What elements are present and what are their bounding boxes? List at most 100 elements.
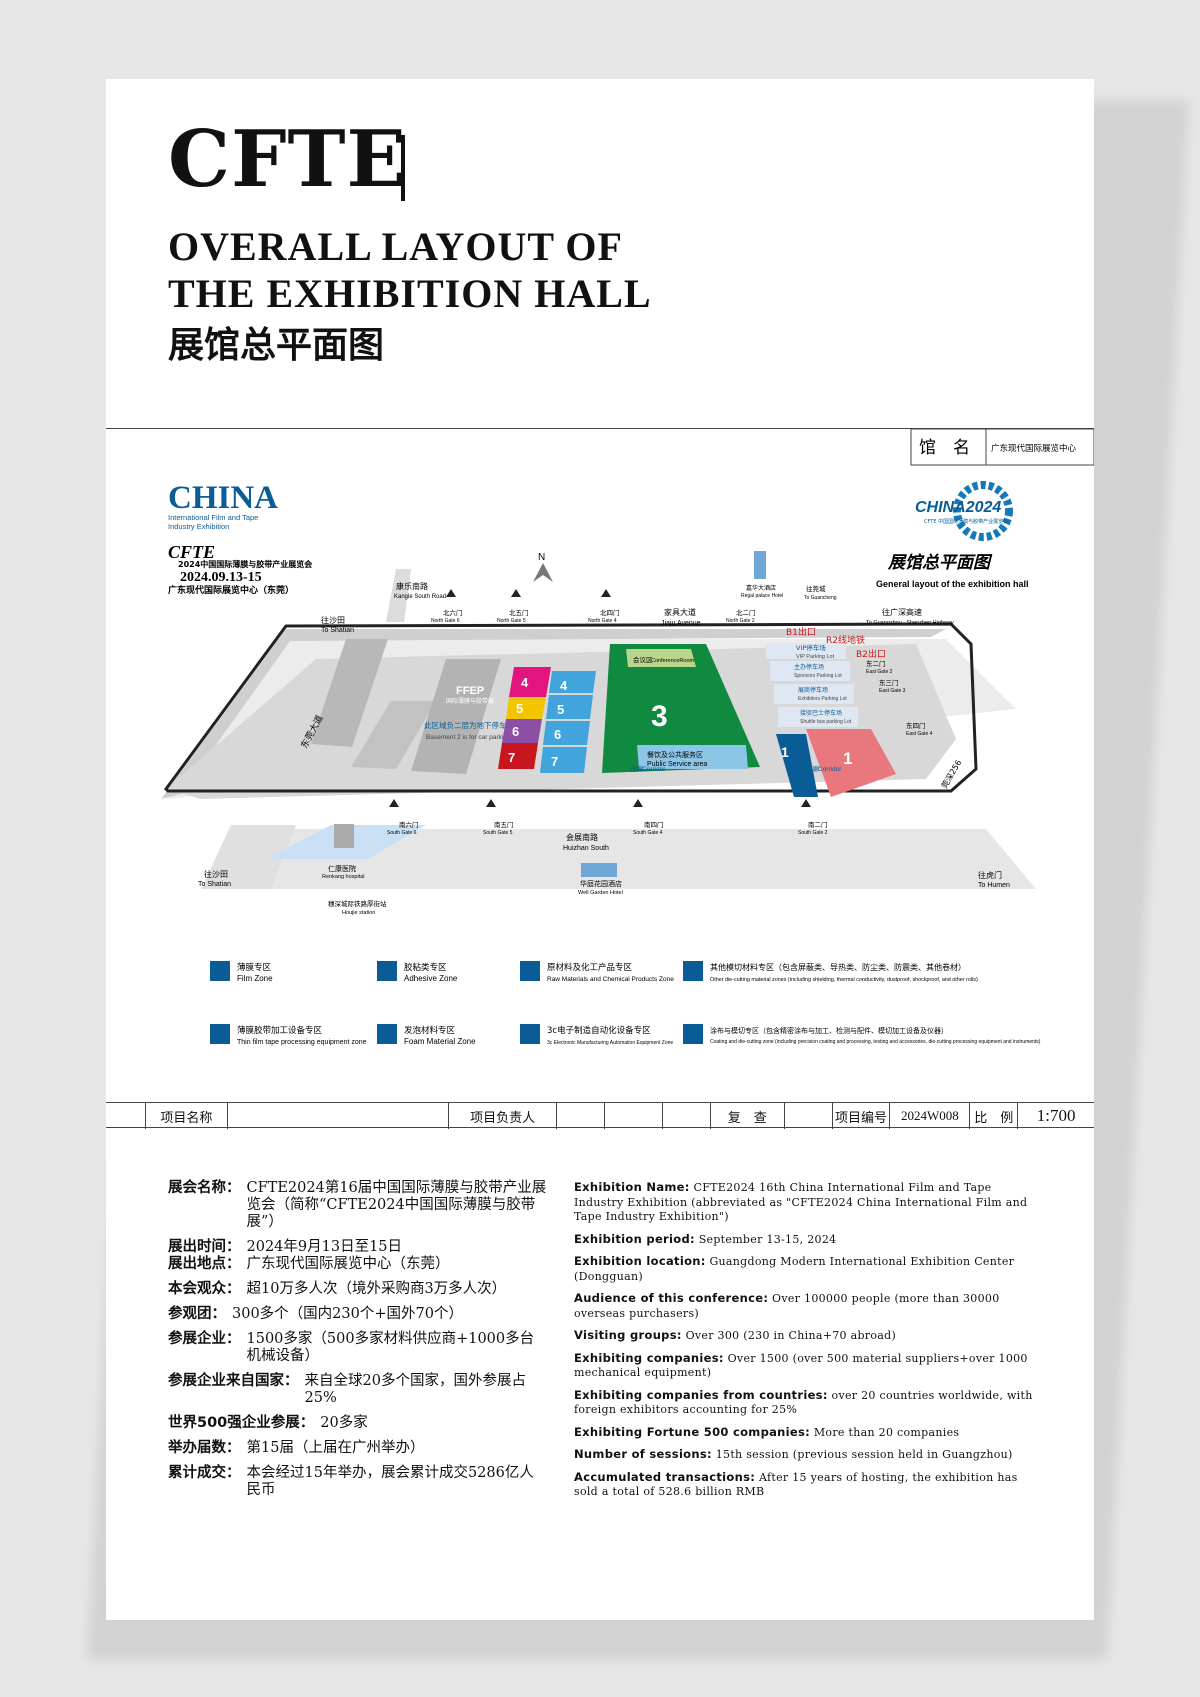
info-cn-value: 第15届（上届在广州举办） <box>246 1440 425 1456</box>
ffep-label: FFEP <box>456 685 484 697</box>
parking-exhibitor-cn: 展商停车场 <box>798 686 828 694</box>
info-en-value: After 15 years of hosting, the exhibitio… <box>574 1470 1018 1499</box>
logo-sub-2: Industry Exhibition <box>168 522 229 531</box>
cfte-mark: CFTE <box>168 542 215 562</box>
tb-scale-value: 1:700 <box>1036 1106 1076 1125</box>
road-kangle-en: Kangle South Road <box>394 594 446 600</box>
tb-project-no-label: 项目编号 <box>833 1103 891 1129</box>
conference-cn: 会议区 <box>633 655 653 664</box>
legend-foam-cn: 发泡材料专区 <box>404 1025 456 1036</box>
parking-sponsor-en: Sponsors Parking Lot <box>794 673 842 679</box>
gate-e4-cn: 东四门 <box>906 721 926 730</box>
parking-shuttle-en: Shuttle bus parking Lot <box>800 719 852 725</box>
info-english: Exhibition Name: CFTE2024 16th China Int… <box>574 1180 1044 1507</box>
info-en-row: Exhibition location: Guangdong Modern In… <box>574 1254 1044 1284</box>
road-shatian-en: To Shatian <box>321 627 354 634</box>
hall-label-3: 3 <box>651 700 668 733</box>
info-en-value: Over 300 (230 in China+70 abroad) <box>685 1329 897 1342</box>
legend-film-en: Film Zone <box>237 974 273 983</box>
parking-vip-en: VIP Parking Lot <box>796 654 835 660</box>
legend-foam-en: Foam Material Zone <box>404 1037 476 1046</box>
hall-name-label: 馆 名 <box>919 438 970 458</box>
hall-1: 1 1 <box>776 729 896 797</box>
legend-3c-cn: 3c电子制造自动化设备专区 <box>547 1025 651 1036</box>
gate-n2-en: North Gate 2 <box>726 618 755 624</box>
tb-project-lead-label: 项目负责人 <box>449 1103 558 1129</box>
gate-n6-cn: 北六门 <box>443 608 463 617</box>
corridor-en-a: Corridor <box>642 766 666 773</box>
hall-3: 会议区 ConferenceRoom 3 餐饮及公共服务区 Public Ser… <box>602 644 760 773</box>
legend-adhesive-cn: 胶粘类专区 <box>404 962 447 973</box>
info-en-row: Exhibiting companies from countries: ove… <box>574 1388 1044 1418</box>
info-cn-key: 参观团： <box>168 1306 226 1322</box>
info-cn-row: 世界500强企业参展：20多家 <box>168 1415 548 1432</box>
hall-label-6a: 6 <box>512 724 519 739</box>
info-en-value: Over 100000 people (more than 30000 over… <box>574 1292 1000 1320</box>
station-cn: 穗深城际铁路厚街站 <box>328 899 387 908</box>
gate-n2-cn: 北二门 <box>736 608 756 617</box>
regal-en: Regal palace Hotel <box>741 593 783 599</box>
info-cn-value: 300多个（国内230个+国外70个） <box>232 1306 463 1322</box>
tb-project-name-label: 项目名称 <box>146 1103 228 1129</box>
tb-scale-label: 比 例 <box>970 1103 1019 1129</box>
info-en-row: Exhibition period: September 13-15, 2024 <box>574 1232 1044 1248</box>
info-cn-key: 累计成交： <box>168 1465 241 1481</box>
station-en: Houjie station <box>342 910 375 916</box>
info-en-row: Visiting groups: Over 300 (230 in China+… <box>574 1328 1044 1344</box>
regal-cn: 嘉华大酒店 <box>746 584 776 592</box>
hall-label-1b: 1 <box>843 749 852 768</box>
info-cn-value: 超10万多人次（境外采购商3万多人次） <box>246 1281 507 1297</box>
info-cn-key: 参展企业： <box>168 1331 241 1347</box>
legend-3c-en: 3c Electronic Manufacturing Automation E… <box>547 1040 673 1046</box>
parking-exhibitor-en: Exhibitors Parking Lot <box>798 696 847 702</box>
hall-label-7b: 7 <box>551 754 558 769</box>
road-huizhan-en: Huizhan South <box>563 845 609 852</box>
info-en-row: Exhibition Name: CFTE2024 16th China Int… <box>574 1180 1044 1225</box>
hall-name-box: 馆 名 广东现代国际展览中心 <box>910 429 1094 466</box>
hall-label-4a: 4 <box>521 675 529 690</box>
hall-label-5b: 5 <box>557 702 564 717</box>
corridors: 连廊 Corridor 连廊 Corridor B1出口 R2线地铁 B2出口 <box>630 626 886 773</box>
left-buildings: FFEP 国际薄膜与胶带展 此区域负二层为地下停车场 Basement 2 is… <box>311 639 514 774</box>
exhibition-venue: 广东现代国际展览中心（东莞） <box>168 584 294 596</box>
info-cn-key: 展出地点： <box>168 1256 241 1272</box>
gate-n4-en: North Gate 4 <box>588 618 617 624</box>
info-cn-value: CFTE2024第16届中国国际薄膜与胶带产业展览会（简称“CFTE2024中国… <box>246 1180 547 1230</box>
logo-china: CHINA <box>168 480 278 516</box>
road-guangshen-cn: 往广深高速 <box>882 607 922 617</box>
road-jiaju-cn: 家具大道 <box>664 607 696 617</box>
corridor-en-b: Corridor <box>818 766 842 773</box>
legend-diecut-en: Other die-cutting material zones (includ… <box>710 977 978 983</box>
gate-e2-cn: 东二门 <box>866 659 886 668</box>
brand-title: CFTE <box>168 114 407 205</box>
title-divider <box>401 135 405 201</box>
hospital-en: Renkang hospital <box>322 874 365 880</box>
info-cn-key: 参展企业来自国家： <box>168 1373 299 1389</box>
info-cn-row: 参展企业来自国家：来自全球20多个国家，国外参展占25% <box>168 1373 548 1407</box>
parking-lots: VIP停车场 VIP Parking Lot 主办停车场 Sponsors Pa… <box>766 643 858 727</box>
legend-equipment-cn: 薄膜胶带加工设备专区 <box>237 1025 323 1036</box>
legend-coating-en: Coating and die-cutting zone (including … <box>710 1039 1041 1045</box>
floor-plan: 馆 名 广东现代国际展览中心 CHINA International Film … <box>106 428 1094 1129</box>
legend-equipment-en: Thin film tape processing equipment zone <box>237 1039 367 1046</box>
info-cn-key: 本会观众： <box>168 1281 241 1297</box>
hall-name-value: 广东现代国际展览中心 <box>991 443 1077 454</box>
info-cn-row: 展出地点：广东现代国际展览中心（东莞） <box>168 1256 548 1273</box>
ffep-sub: 国际薄膜与胶带展 <box>446 697 494 705</box>
title-chinese: 展馆总平面图 <box>168 325 385 366</box>
info-cn-value: 20多家 <box>320 1415 368 1431</box>
gate-n4-cn: 北四门 <box>600 608 620 617</box>
legend-raw-cn: 原材料及化工产品专区 <box>547 962 633 973</box>
parking-shuttle-cn: 接驳巴士停车场 <box>800 709 842 717</box>
info-en-key: Exhibition period: <box>574 1231 695 1246</box>
info-en-key: Exhibiting companies from countries: <box>574 1387 828 1402</box>
service-cn: 餐饮及公共服务区 <box>647 750 703 759</box>
road-huizhan-cn: 会展南路 <box>566 832 598 842</box>
gate-s5-cn: 南五门 <box>494 820 514 829</box>
info-en-key: Exhibiting Fortune 500 companies: <box>574 1424 811 1439</box>
info-en-row: Exhibiting Fortune 500 companies: More t… <box>574 1425 1044 1441</box>
parking-vip-cn: VIP停车场 <box>796 643 826 652</box>
info-en-row: Audience of this conference: Over 100000… <box>574 1291 1044 1321</box>
info-en-value: 15th session (previous session held in G… <box>715 1448 1013 1461</box>
info-cn-row: 展出时间：2024年9月13日至15日 <box>168 1239 548 1256</box>
